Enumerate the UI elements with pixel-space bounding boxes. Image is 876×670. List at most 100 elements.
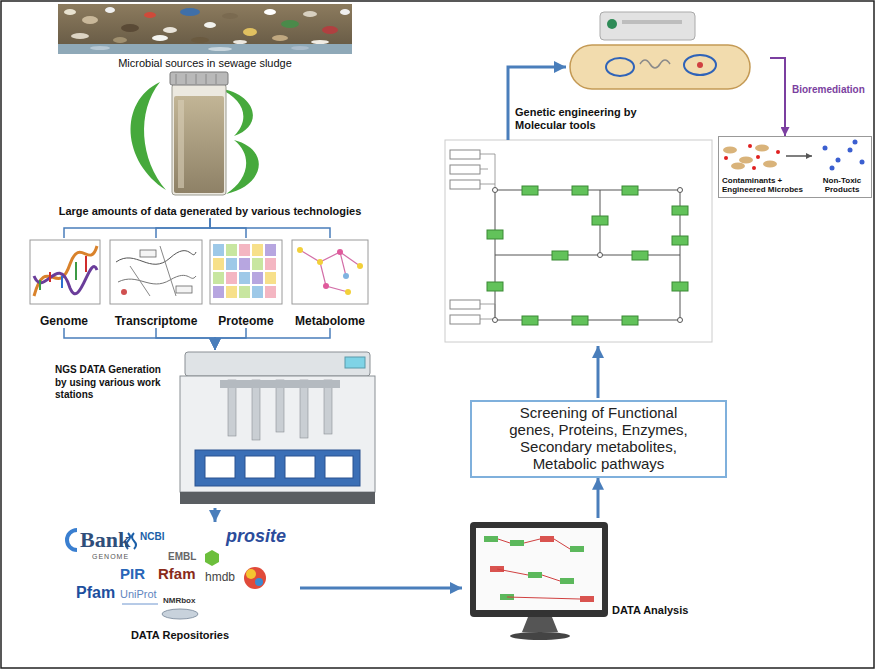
sludge-photo [71, 33, 89, 39]
genome-icon [30, 240, 100, 304]
bioremediation-picture [755, 145, 769, 152]
sludge-photo [90, 46, 110, 50]
proteome-grid [210, 240, 282, 304]
sludge-photo [144, 12, 156, 18]
omics-item: Transcriptome [106, 238, 206, 328]
node-label: Metabolome [295, 314, 365, 328]
sample-bottle [174, 96, 224, 193]
sample-bottle [206, 74, 207, 84]
bioremediation-arrow [770, 58, 785, 136]
pathway-map [598, 253, 603, 258]
proteome-grid [252, 258, 263, 270]
sludge-photo [340, 9, 350, 15]
monitor-icon [497, 539, 580, 599]
genome-icon [34, 246, 97, 296]
pathway-map [450, 300, 480, 309]
bioremediation-picture [752, 166, 756, 170]
proteome-grid [265, 272, 276, 284]
proteome-grid [265, 258, 276, 270]
proteome-grid [213, 258, 224, 270]
ngs-instrument [220, 380, 340, 388]
node-label: Proteome [218, 314, 273, 328]
ngs-instrument [195, 450, 360, 486]
sludge-photo [58, 4, 352, 44]
sludge-photo [113, 37, 127, 43]
transcriptome-icon [118, 275, 196, 284]
proteome-grid [213, 244, 224, 256]
proteome-grid [210, 240, 282, 304]
engineered-microbe [570, 45, 750, 89]
pathway-map [572, 316, 588, 325]
node-label: Contaminants + Engineered Microbes [722, 176, 812, 194]
sludge-photo [281, 20, 299, 28]
bioremediation-picture [763, 161, 777, 168]
pathway-map [450, 165, 480, 174]
node-label: Microbial sources in sewage sludge [118, 57, 292, 70]
logo-text: NCBI [140, 532, 164, 543]
ngs-instrument [228, 380, 236, 436]
bracket-arrow [215, 328, 330, 350]
pathway-map [552, 251, 568, 260]
bioremediation-picture [739, 157, 753, 164]
bioremediation-picture [731, 163, 745, 170]
logo-text: UniProt [120, 589, 157, 601]
database-logos [122, 604, 158, 605]
sludge-photo [272, 35, 288, 41]
sludge-photo [291, 46, 309, 50]
sample-bottle [186, 74, 187, 84]
sludge-photo [243, 28, 257, 36]
monitor-icon [470, 522, 608, 617]
database-logos [205, 550, 219, 566]
proteome-grid [239, 258, 250, 270]
monitor-icon [570, 546, 584, 552]
pathway-map [522, 316, 538, 325]
pathway-map [632, 251, 648, 260]
logo-text: EMBL [168, 552, 196, 563]
sludge-photo [163, 27, 177, 33]
metabolome-icon [345, 289, 351, 295]
pathway-map [672, 236, 688, 245]
genome-icon [34, 267, 97, 294]
ngs-instrument [180, 376, 375, 492]
sample-bottle [178, 100, 184, 188]
bracket-arrow [156, 328, 215, 350]
genome-icon [30, 240, 100, 304]
database-logos [132, 533, 136, 549]
proteome-grid [213, 272, 224, 284]
logo-text: prosite [226, 527, 286, 546]
genome-icon [49, 272, 51, 282]
swoosh-logo [226, 140, 259, 194]
logo-text: Bank [80, 528, 130, 551]
bioremediation-picture [756, 155, 760, 159]
sludge-photo [121, 24, 139, 32]
sludge-photo [222, 13, 238, 19]
engineered-microbe [640, 60, 670, 68]
pathway-map [493, 318, 498, 323]
ngs-instrument [185, 352, 370, 376]
bracket-line [64, 218, 210, 238]
analysis-item: DATA Analysis [462, 518, 700, 645]
proteome-grid [226, 258, 237, 270]
monitor-icon [476, 528, 602, 610]
transcriptome-icon [110, 240, 202, 304]
pathway-map [450, 315, 480, 324]
pathway-map [495, 190, 680, 320]
sample-bottle [196, 74, 197, 84]
node-label: NGS DATA Generation by using various wor… [55, 364, 175, 402]
pathway-map [522, 186, 538, 195]
sludge-photo [311, 40, 329, 44]
bioremediation-picture [724, 156, 728, 160]
metabolome-icon [297, 247, 303, 253]
proteome-grid [226, 244, 237, 256]
node-label: Screening of Functional genes, Proteins,… [503, 405, 695, 473]
bracket-arrow [64, 328, 215, 350]
monitor-icon [540, 536, 554, 542]
ngs-instrument [345, 357, 365, 368]
database-logos [246, 569, 256, 579]
sample-bottle [176, 74, 177, 84]
bioremediation-picture [830, 166, 835, 171]
swoosh-logo [131, 82, 166, 190]
omics-item: Proteome [210, 238, 282, 328]
sludge-photo [82, 16, 98, 24]
logo-text: PIR [120, 566, 145, 582]
